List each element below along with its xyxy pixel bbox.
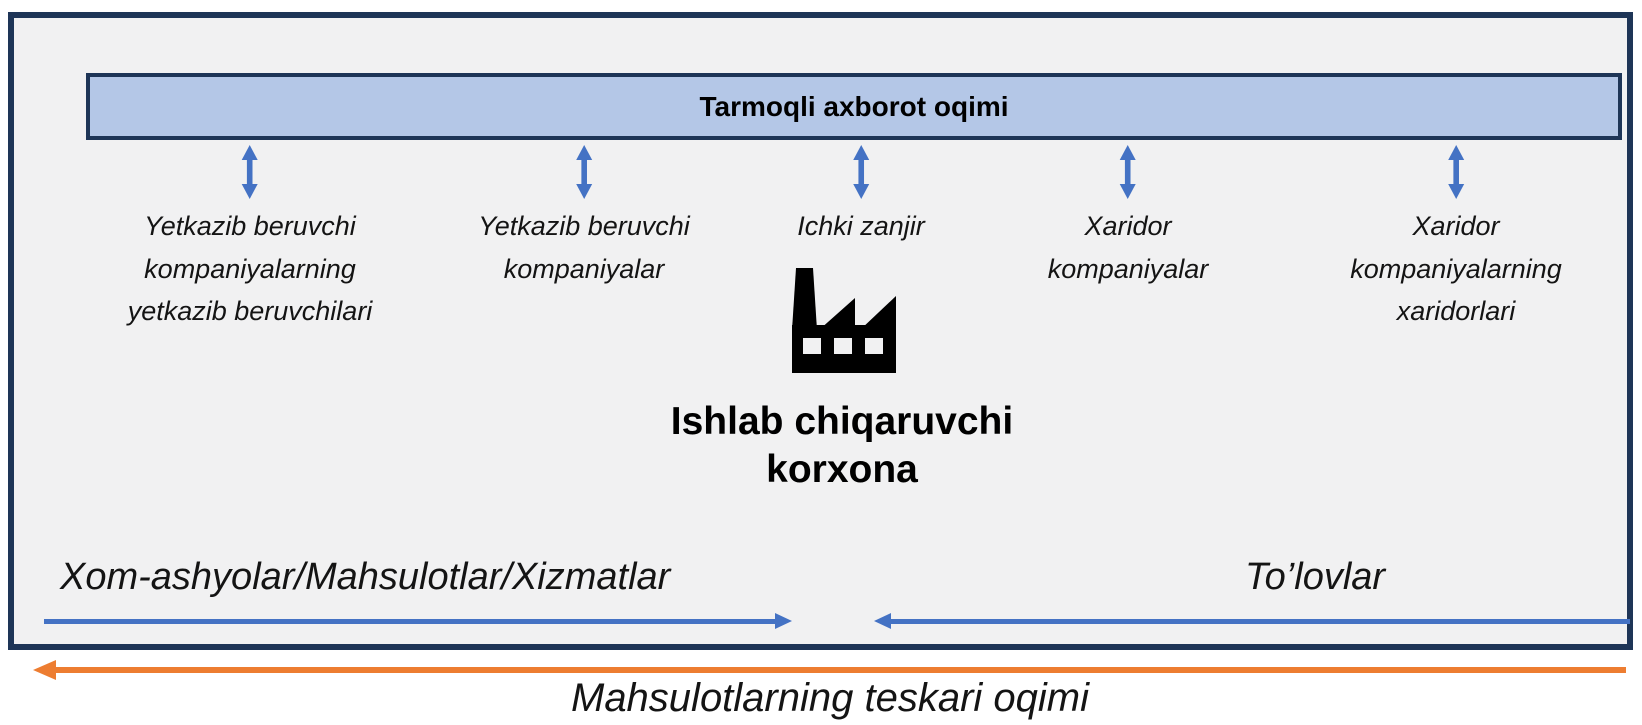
chain-node-label: Ichki zanjir [797,211,925,241]
chain-node-label: Xaridor kompaniyalar [1047,211,1209,284]
double-arrow-icon [1119,145,1136,199]
double-arrow-icon [241,145,258,199]
network-info-flow-label: Tarmoqli axborot oqimi [699,90,1009,122]
payment-flow-label: To’lovlar [1244,556,1386,598]
double-arrow-icon [1448,145,1464,199]
double-arrow-icon [576,145,592,199]
chain-node-supplier-companies: Yetkazib beruvchi kompaniyalar [478,145,690,290]
chain-node-label: Xaridor kompaniyalarning xaridorlari [1350,211,1562,327]
network-info-flow-header: Tarmoqli axborot oqimi [86,73,1622,140]
arrow-line [53,667,1626,673]
left-arrowhead-icon [874,613,891,629]
chain-node-internal-chain: Ichki zanjir [797,145,925,248]
payment-flow-arrow [874,613,1630,629]
chain-node-label: Yetkazib beruvchi kompaniyalarning yetka… [127,211,373,327]
forward-flow-arrow [44,613,792,629]
right-arrowhead-icon [775,613,792,629]
arrow-line [889,618,1630,624]
double-arrow-icon [852,145,869,199]
factory-icon [792,268,896,373]
chain-node-buyers-of-buyers: Xaridor kompaniyalarning xaridorlari [1350,145,1562,333]
reverse-flow-arrow [33,660,1626,680]
producer-label: Ishlab chiqaruvchi korxona [670,400,1014,491]
arrow-line [44,618,777,624]
reverse-flow-label: Mahsulotlarning teskari oqimi [570,676,1090,720]
chain-node-label: Yetkazib beruvchi kompaniyalar [478,211,690,284]
supply-chain-diagram-box: Tarmoqli axborot oqimi Yetkazib beruvchi… [8,12,1633,650]
left-arrowhead-icon [33,660,56,680]
forward-flow-label: Xom-ashyolar/Mahsulotlar/Xizmatlar [60,556,671,598]
chain-node-buyer-companies: Xaridor kompaniyalar [1047,145,1209,290]
chain-node-suppliers-of-suppliers: Yetkazib beruvchi kompaniyalarning yetka… [127,145,373,333]
